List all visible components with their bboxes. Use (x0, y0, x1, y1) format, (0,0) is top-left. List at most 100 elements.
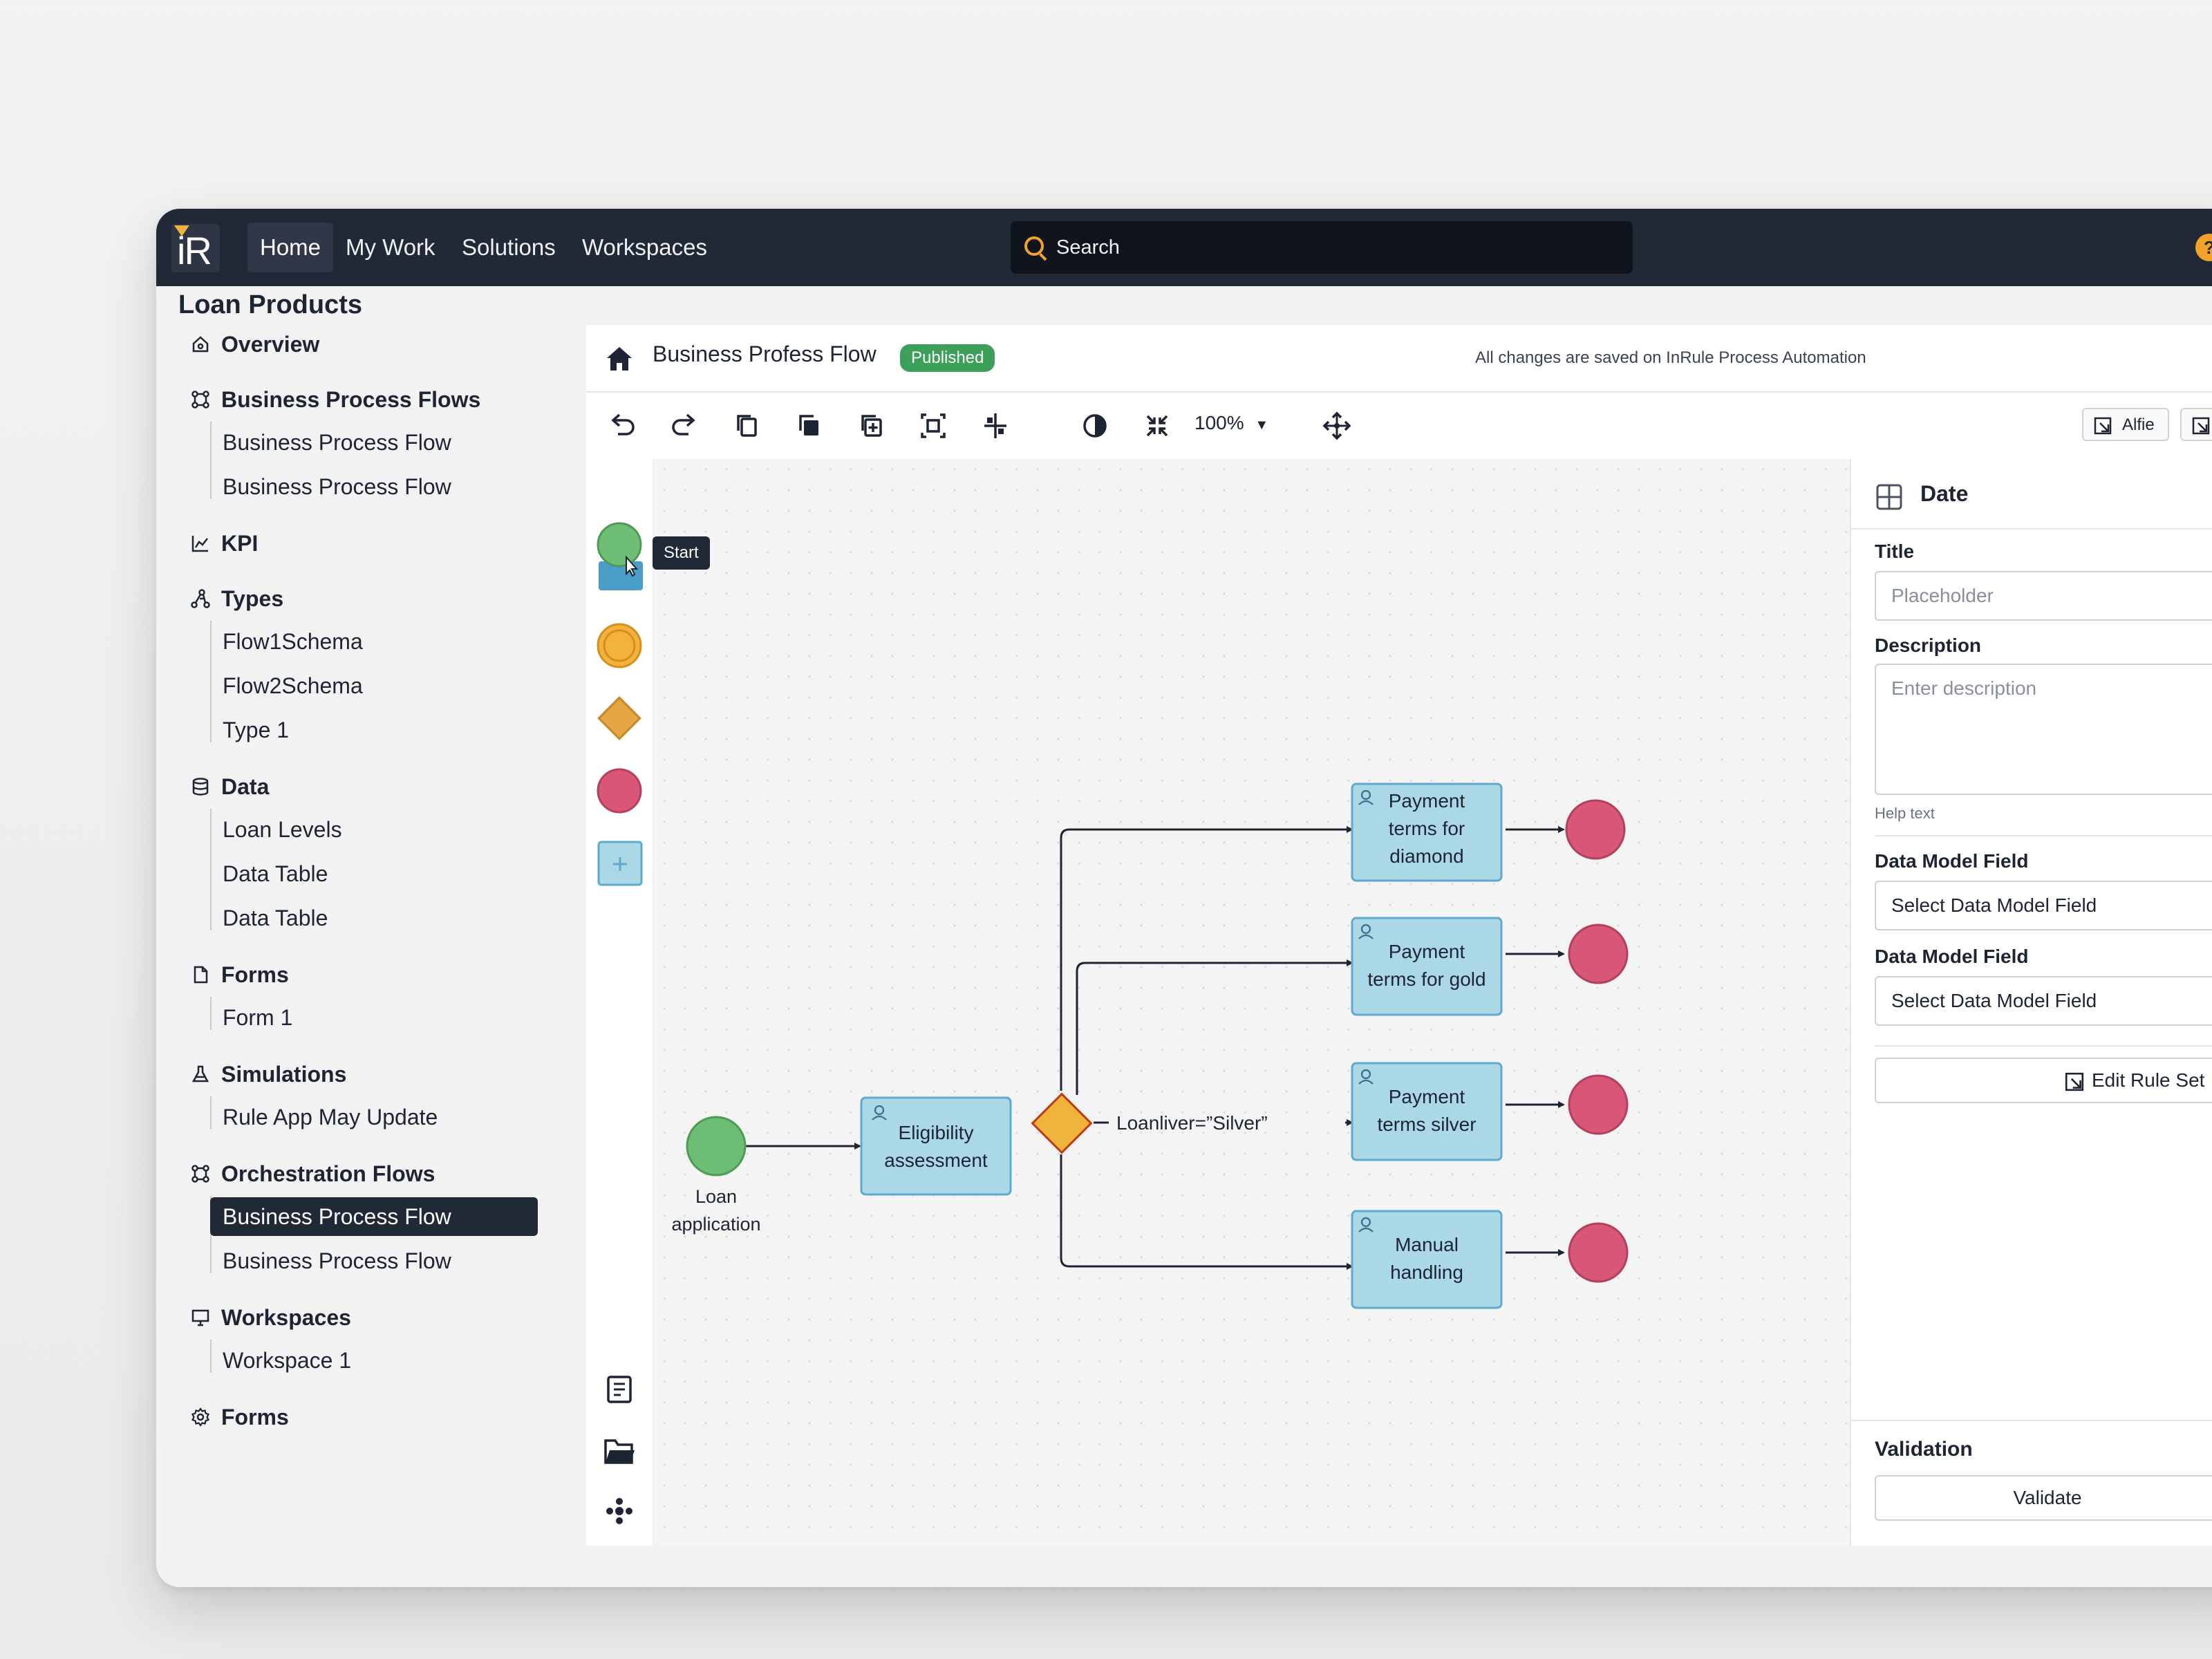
sidebar-item-business-process-flow[interactable]: Business Process Flow (223, 430, 451, 455)
start-event-label-line1: Loan (695, 1186, 737, 1207)
sidebar-label: Forms (221, 962, 289, 987)
task-payment-terms-silver[interactable] (1351, 1062, 1503, 1161)
nodes-icon-right (626, 1508, 632, 1515)
home-icon[interactable] (606, 346, 633, 372)
move-icon[interactable] (1320, 409, 1353, 442)
user-icon (1358, 789, 1374, 805)
page-icon-lines (614, 1382, 625, 1396)
description-label: Description (1875, 635, 1982, 656)
sidebar-item-loan-levels[interactable]: Loan Levels (223, 817, 342, 842)
database-icon (192, 778, 209, 796)
palette-tooltip: Start (653, 536, 710, 570)
exclusive-gateway[interactable] (1031, 1092, 1093, 1154)
sidebar-label: Types (221, 586, 284, 611)
sidebar-item-data-table[interactable]: Data Table (223, 906, 328, 930)
nodes-icon-bottom (616, 1517, 623, 1524)
copy-icon[interactable] (730, 409, 763, 442)
flow-title: Business Profess Flow (653, 341, 877, 366)
user-button-label: Alfie (2122, 415, 2155, 434)
nav-my-work[interactable]: My Work (346, 234, 435, 260)
data-model-field-select[interactable]: Select Data Model Field (1875, 976, 2212, 1026)
sidebar-item-data-table[interactable]: Data Table (223, 861, 328, 886)
properties-panel: Date Title Placeholder Description Enter… (1850, 459, 2212, 1546)
task-label-line2: terms silver (1377, 1114, 1476, 1135)
search-placeholder: Search (1056, 236, 1120, 259)
zoom-value: 100% (1194, 412, 1244, 433)
sidebar-item-type-1[interactable]: Type 1 (223, 718, 290, 742)
task-eligibility-assessment[interactable] (860, 1096, 1012, 1196)
connector-gateway-gold[interactable] (1076, 959, 1353, 1095)
logo-text: iR (177, 229, 212, 272)
sidebar-rail (210, 422, 212, 499)
palette-end-event[interactable] (597, 768, 642, 814)
end-event-silver[interactable] (1568, 1074, 1629, 1135)
palette-start-event[interactable] (597, 522, 642, 568)
sidebar-item-workspace-1[interactable]: Workspace 1 (223, 1348, 352, 1373)
divider (1875, 1045, 2212, 1047)
end-event-diamond[interactable] (1565, 799, 1626, 860)
sidebar-item-business-process-flow[interactable]: Business Process Flow (223, 1248, 451, 1273)
validate-button[interactable]: Validate (1875, 1475, 2212, 1521)
title-input[interactable]: Placeholder (1875, 571, 2212, 621)
duplicate-icon[interactable] (792, 409, 825, 442)
help-icon[interactable]: ? (2195, 234, 2212, 261)
app-logo[interactable]: iR (171, 224, 220, 272)
chart-icon (191, 536, 208, 552)
zoom-select[interactable]: 100% ▼ (1194, 412, 1268, 434)
sidebar-label: Workspaces (221, 1305, 351, 1330)
layout-grid-icon (1876, 484, 1902, 510)
add-copy-icon[interactable] (854, 409, 888, 442)
connectors (716, 826, 1565, 1270)
export-icon (2094, 417, 2112, 435)
sidebar-label: Forms (221, 1405, 289, 1430)
description-textarea[interactable]: Enter description (1875, 664, 2212, 795)
nodes-icon[interactable] (615, 1507, 624, 1515)
start-event[interactable] (686, 1116, 747, 1177)
undo-icon[interactable] (606, 409, 639, 442)
palette-gateway[interactable] (597, 696, 641, 740)
align-icon[interactable] (979, 409, 1012, 442)
connector-gateway-manual[interactable] (1060, 1154, 1353, 1270)
title-label: Title (1875, 541, 1915, 562)
sidebar-label: Simulations (221, 1062, 347, 1087)
edit-rule-set-button[interactable]: Edit Rule Set (1875, 1058, 2212, 1103)
sidebar-item-business-process-flow-active[interactable]: Business Process Flow (210, 1197, 538, 1236)
editor-panel: Business Profess Flow Published All chan… (586, 325, 2212, 1546)
divider (1875, 835, 2212, 836)
user-alfie-button[interactable]: Alfie (2082, 408, 2169, 441)
redo-icon[interactable] (668, 409, 701, 442)
sidebar-item-form-1[interactable]: Form 1 (223, 1005, 293, 1030)
contrast-icon[interactable] (1078, 409, 1112, 442)
user-icon (1358, 1217, 1374, 1232)
end-event-gold[interactable] (1568, 924, 1629, 984)
sidebar-item-business-process-flow[interactable]: Business Process Flow (223, 474, 451, 499)
shape-palette: Start (586, 459, 710, 1546)
nav-home[interactable]: Home (247, 223, 334, 272)
task-label-line2: terms for (1389, 818, 1465, 839)
sidebar-item-flow1schema[interactable]: Flow1Schema (223, 629, 363, 654)
sidebar-item-flow2schema[interactable]: Flow2Schema (223, 673, 363, 698)
nav-solutions[interactable]: Solutions (462, 234, 556, 260)
export-button[interactable] (2180, 408, 2212, 441)
page-icon[interactable] (607, 1376, 632, 1403)
cursor-icon (626, 555, 639, 577)
end-event-manual[interactable] (1568, 1222, 1629, 1283)
task-payment-terms-diamond[interactable] (1351, 782, 1503, 882)
select-area-icon[interactable] (917, 409, 950, 442)
diagram-canvas[interactable]: Loan application Eligibility assessment … (654, 459, 1850, 1546)
sidebar-item-rule-app-may-update[interactable]: Rule App May Update (223, 1105, 438, 1130)
sidebar: Loan Products Overview Business Process … (156, 286, 571, 1587)
nav-workspaces[interactable]: Workspaces (582, 234, 707, 260)
task-label-line2: assessment (884, 1150, 988, 1171)
data-model-field-select[interactable]: Select Data Model Field (1875, 881, 2212, 930)
sidebar-rail (210, 1340, 212, 1373)
task-manual-handling[interactable] (1351, 1210, 1503, 1309)
gear-icon (191, 1407, 210, 1427)
user-icon (872, 1105, 887, 1121)
connector-gateway-diamond[interactable] (1060, 826, 1353, 1091)
task-payment-terms-gold[interactable] (1351, 917, 1503, 1016)
search-input[interactable]: Search (1011, 221, 1633, 274)
fit-screen-icon[interactable] (1141, 409, 1174, 442)
nodes-icon-top (616, 1498, 623, 1505)
top-navigation-bar: iR Home My Work Solutions Workspaces Sea… (156, 209, 2212, 286)
